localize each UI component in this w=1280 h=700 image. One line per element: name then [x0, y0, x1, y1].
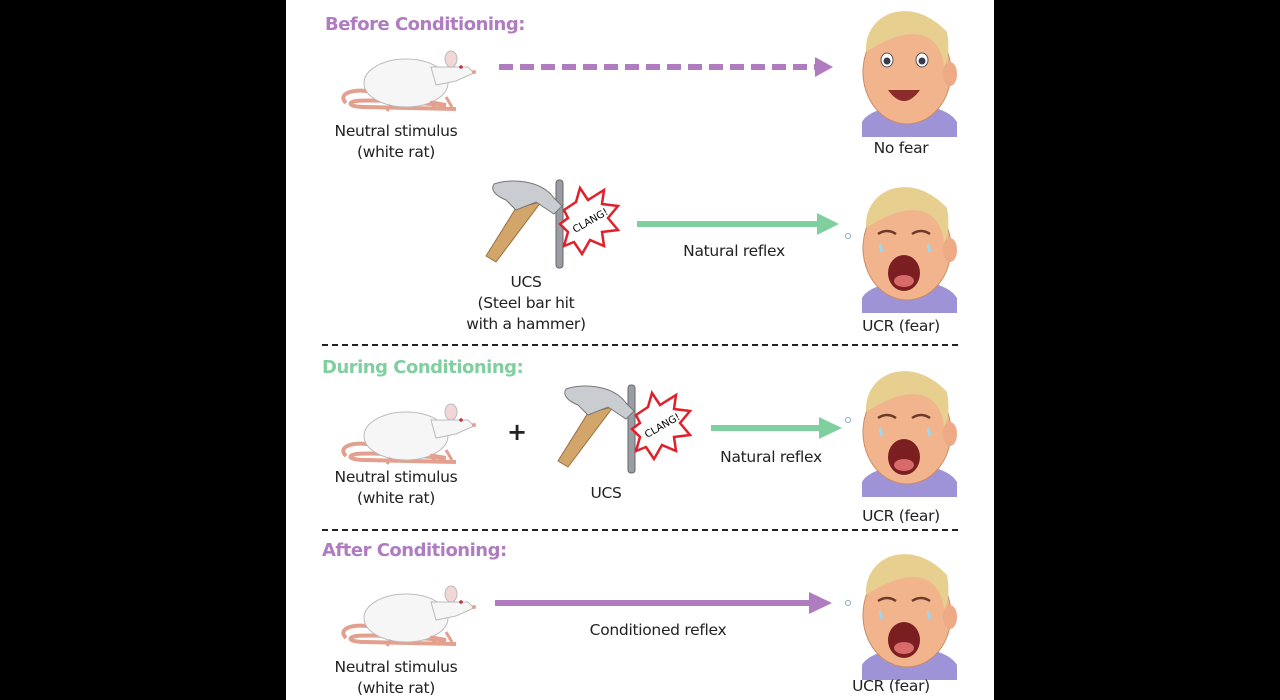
- hammer-steel-bar-icon: CLANG!: [556, 383, 692, 475]
- purple-arrow: [495, 592, 832, 614]
- dashed-arrow: [499, 57, 833, 77]
- section-divider: [322, 529, 958, 531]
- natural-reflex-label: Natural reflex: [720, 448, 822, 466]
- classical-conditioning-diagram: Before Conditioning: Neutral stimulus (w…: [286, 0, 994, 700]
- ucr-fear-label: UCR (fear): [852, 677, 930, 695]
- conditioned-reflex-label: Conditioned reflex: [589, 621, 727, 639]
- plus-sign: +: [507, 418, 528, 446]
- neutral-stimulus-label: Neutral stimulus: [334, 122, 458, 140]
- ucr-fear-label: UCR (fear): [862, 317, 940, 335]
- no-fear-label: No fear: [873, 139, 929, 157]
- ucs-description-line1: (Steel bar hit: [477, 294, 575, 312]
- ucs-label: UCS: [510, 273, 542, 291]
- neutral-stimulus-label: Neutral stimulus: [334, 468, 458, 486]
- natural-reflex-label: Natural reflex: [683, 242, 785, 260]
- crying-baby-icon: [852, 362, 962, 497]
- section-divider: [322, 344, 958, 346]
- before-conditioning-title: Before Conditioning:: [325, 14, 525, 35]
- white-rat-label: (white rat): [356, 679, 436, 697]
- ucs-label: UCS: [590, 484, 622, 502]
- neutral-stimulus-label: Neutral stimulus: [334, 658, 458, 676]
- ucr-fear-label: UCR (fear): [862, 507, 940, 525]
- white-rat-label: (white rat): [356, 489, 436, 507]
- white-rat-icon: [341, 402, 478, 466]
- hammer-steel-bar-icon: CLANG!: [484, 178, 620, 270]
- white-rat-icon: [341, 49, 478, 113]
- after-conditioning-title: After Conditioning:: [322, 540, 507, 561]
- during-conditioning-title: During Conditioning:: [322, 357, 524, 378]
- white-rat-label: (white rat): [356, 143, 436, 161]
- green-arrow: [711, 417, 842, 439]
- white-rat-icon: [341, 584, 478, 648]
- green-arrow: [637, 213, 839, 235]
- happy-baby-icon: [852, 2, 962, 137]
- crying-baby-icon: [852, 178, 962, 313]
- crying-baby-icon: [852, 545, 962, 680]
- ucs-description-line2: with a hammer): [466, 315, 586, 333]
